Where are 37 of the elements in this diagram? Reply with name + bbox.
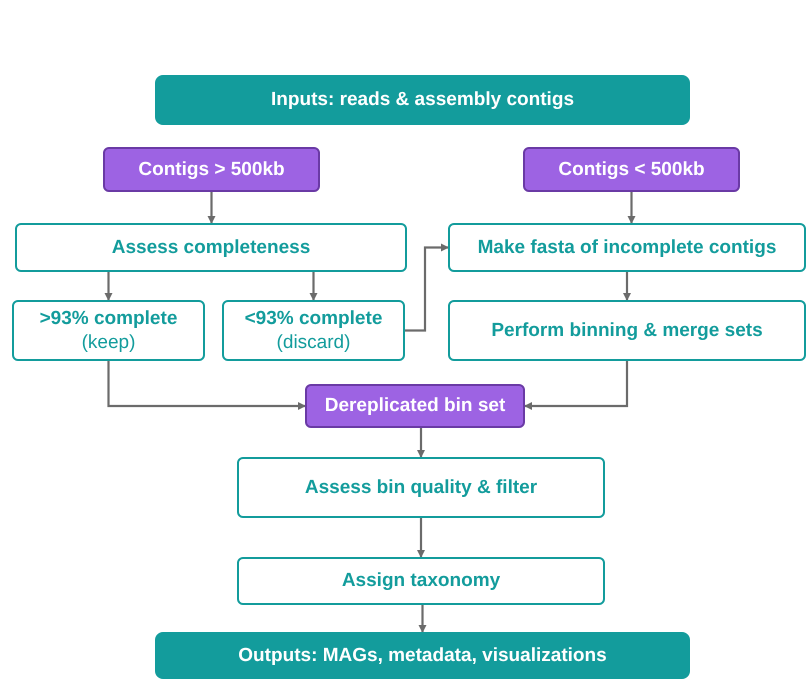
node-text: Dereplicated bin set — [324, 394, 506, 418]
arrow — [107, 361, 306, 410]
process-box — [15, 223, 407, 272]
process-box — [448, 223, 806, 272]
arrow — [623, 272, 631, 301]
arrow — [405, 244, 449, 332]
process-box — [237, 557, 605, 605]
node-text: Outputs: MAGs, metadata, visualizations — [237, 644, 608, 668]
node-text: >93% complete — [38, 306, 178, 330]
process-box — [523, 147, 740, 192]
process-box — [12, 300, 205, 361]
node-text: Make fasta of incomplete contigs — [476, 236, 778, 260]
arrow — [418, 605, 426, 633]
arrow — [104, 272, 112, 301]
node-text: Assess bin quality & filter — [304, 476, 538, 500]
process-box — [305, 384, 525, 428]
output-box — [155, 632, 690, 679]
node-text: <93% complete — [244, 306, 384, 330]
node-text: Assess completeness — [110, 236, 312, 260]
process-box — [103, 147, 320, 192]
arrow — [310, 272, 318, 301]
node-text: Contigs > 500kb — [137, 158, 286, 182]
node-text: Perform binning & merge sets — [490, 318, 764, 342]
process-box — [222, 300, 405, 361]
arrow — [417, 518, 425, 558]
node-text: Contigs < 500kb — [557, 158, 706, 182]
input-box — [155, 75, 690, 125]
node-text: (discard) — [276, 330, 352, 354]
node-text: Assign taxonomy — [340, 569, 502, 593]
process-box — [448, 300, 806, 361]
arrow — [628, 192, 636, 224]
arrow — [417, 428, 425, 458]
arrow — [208, 192, 216, 224]
node-text: (keep) — [80, 330, 136, 354]
node-text: Inputs: reads & assembly contigs — [270, 88, 576, 112]
arrow — [524, 361, 628, 410]
process-box — [237, 457, 605, 518]
